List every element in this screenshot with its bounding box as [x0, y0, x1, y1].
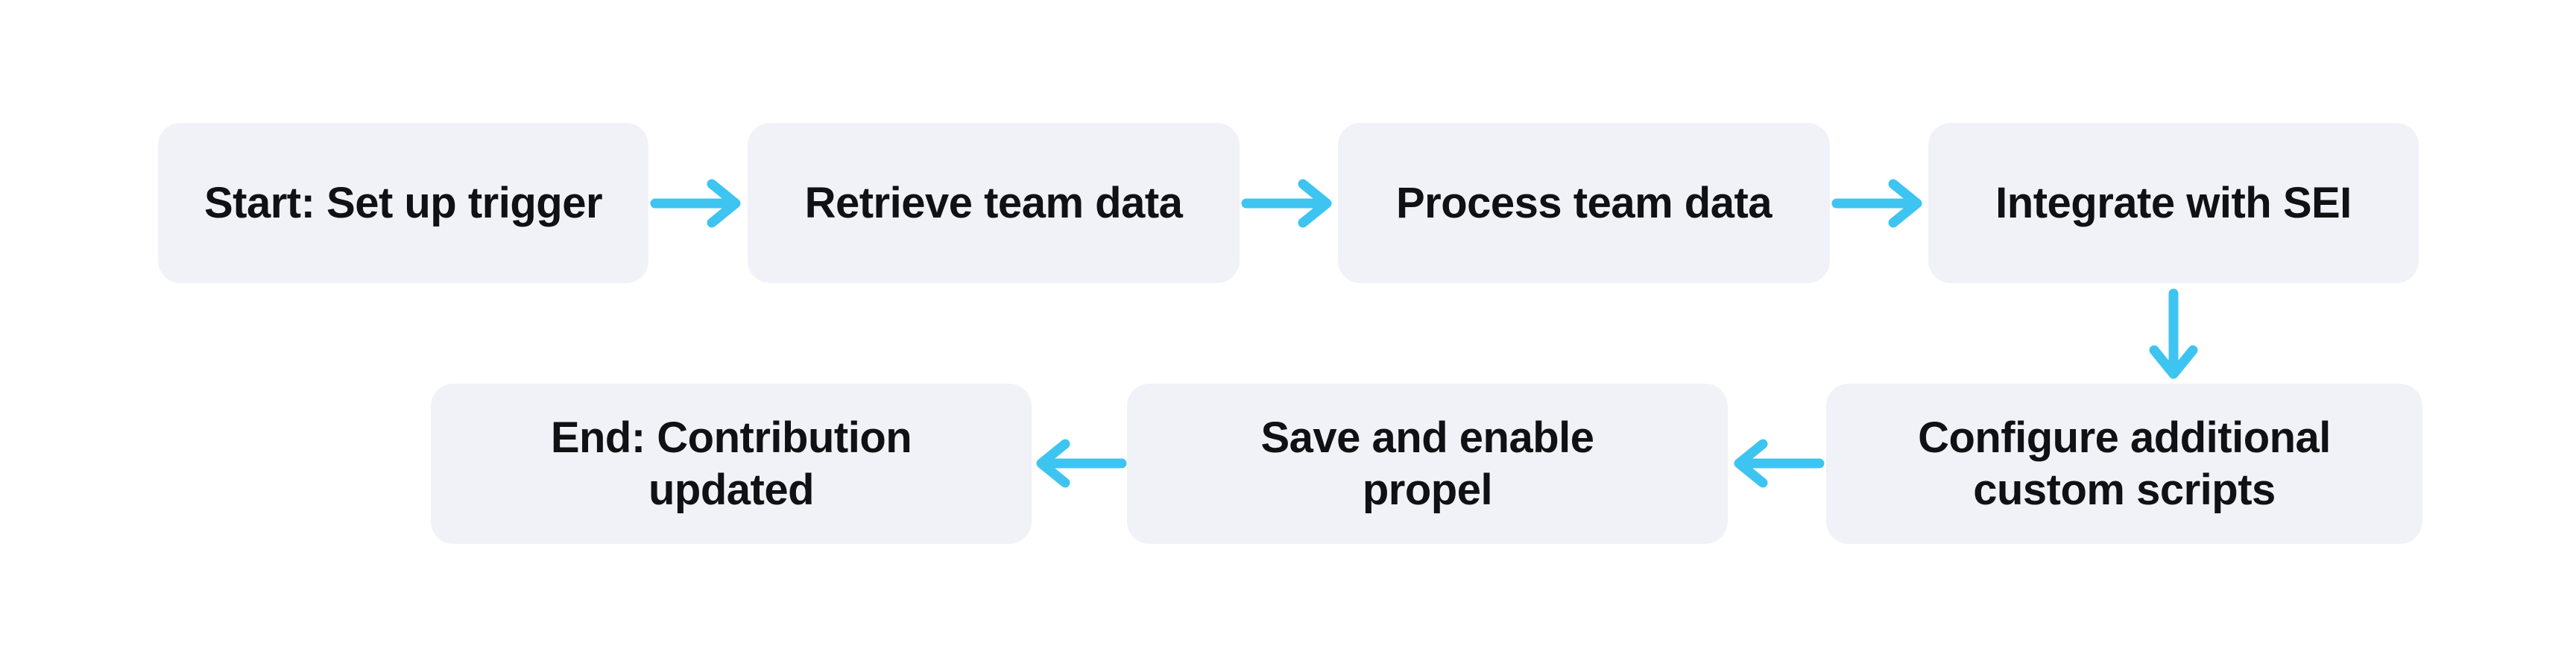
arrow-right-icon	[1241, 179, 1332, 228]
arrow-right-icon	[1831, 179, 1922, 228]
arrow-left-icon	[1734, 439, 1825, 488]
flow-node-start-set-up-trigger: Start: Set up trigger	[158, 123, 648, 283]
arrow-left-icon	[1036, 439, 1127, 488]
arrow-right-icon	[650, 179, 741, 228]
flow-node-retrieve-team-data: Retrieve team data	[748, 123, 1240, 283]
flow-node-label: Retrieve team data	[804, 178, 1183, 227]
flow-node-label: End: Contribution updated	[550, 413, 912, 514]
flow-node-label: Start: Set up trigger	[203, 178, 603, 227]
flow-node-label: Configure additional custom scripts	[1918, 413, 2331, 514]
flow-node-label: Process team data	[1395, 178, 1772, 227]
flow-node-configure-custom-scripts: Configure additional custom scripts	[1826, 384, 2422, 544]
flow-node-process-team-data: Process team data	[1338, 123, 1830, 283]
flow-node-save-and-enable-propel: Save and enable propel	[1127, 384, 1728, 544]
flow-node-label: Save and enable propel	[1260, 413, 1594, 514]
flow-node-end-contribution-updated: End: Contribution updated	[431, 384, 1032, 544]
flow-node-integrate-with-sei: Integrate with SEI	[1928, 123, 2419, 283]
arrow-down-icon	[2149, 288, 2198, 379]
flow-node-label: Integrate with SEI	[1995, 178, 2352, 227]
